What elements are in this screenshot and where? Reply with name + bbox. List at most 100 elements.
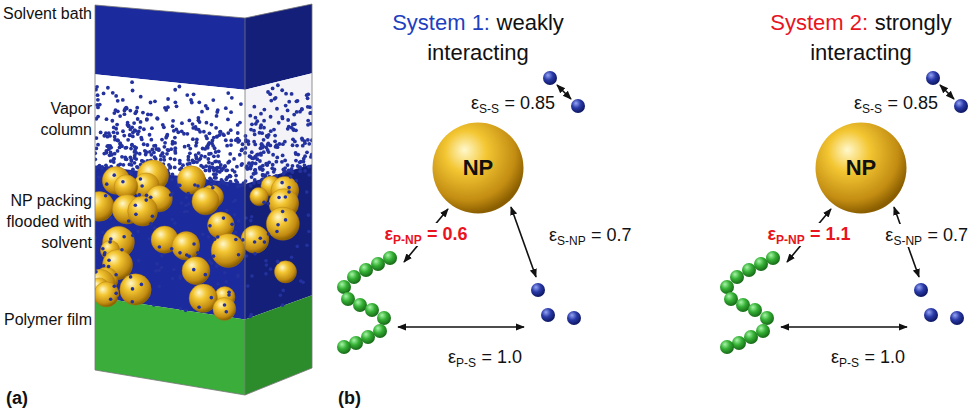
solvent-bead <box>252 181 256 185</box>
solvent-bead <box>253 168 257 172</box>
solvent-bead <box>233 213 237 217</box>
solvent-bead <box>269 115 273 119</box>
panel-letter: (a) <box>6 388 28 409</box>
solvent-bead <box>139 95 143 99</box>
solvent-bead <box>303 164 307 168</box>
solvent-bead <box>228 174 232 178</box>
solvent-bead <box>158 245 162 249</box>
box-edge <box>95 5 96 370</box>
solvent-bead <box>137 129 141 133</box>
solvent-bead <box>133 154 137 158</box>
solvent-bead <box>163 141 167 145</box>
solvent-bead <box>254 162 258 166</box>
solvent-bead <box>244 134 248 138</box>
solvent-bead <box>210 296 214 300</box>
solvent-bead <box>173 100 177 104</box>
solvent-bead <box>153 99 157 103</box>
solvent-bead <box>115 131 119 135</box>
solvent-bead <box>149 195 153 199</box>
solvent-bead <box>261 167 265 171</box>
solvent-bead <box>218 130 222 134</box>
solvent-bead <box>194 155 198 159</box>
solvent-bead <box>183 210 187 214</box>
solvent-bead <box>224 178 228 182</box>
panel-letter: (b) <box>338 388 361 409</box>
solvent-bead <box>191 158 195 162</box>
box-edge <box>245 18 246 395</box>
solvent-bead <box>222 216 226 220</box>
epsilon-symbol: ε <box>831 347 839 367</box>
pair-subscript: P-S <box>456 356 476 370</box>
solvent-bead <box>305 150 309 154</box>
solvent-bead <box>96 98 100 102</box>
polymer-bead <box>730 270 744 284</box>
solvent-bead <box>229 110 233 114</box>
solvent-bead <box>138 152 142 156</box>
solvent-bead <box>232 157 236 161</box>
solvent-bead <box>273 139 277 143</box>
solvent-bead <box>97 175 101 179</box>
solvent-bead <box>214 176 218 180</box>
solvent-bead <box>276 223 280 227</box>
polymer-bead <box>349 336 363 350</box>
solvent-bead <box>154 269 158 273</box>
solvent-bead <box>129 275 133 279</box>
polymer-bead <box>341 292 355 306</box>
solvent-bead <box>269 129 273 133</box>
system-number: System 2: <box>770 10 868 35</box>
solvent-bead <box>262 150 266 154</box>
solvent-bead <box>266 202 270 206</box>
solvent-bead <box>950 311 964 325</box>
solvent-bead <box>157 269 161 273</box>
nanoparticle <box>120 274 151 305</box>
solvent-bead <box>305 93 309 97</box>
solvent-bead <box>118 162 122 166</box>
epsilon-symbol: ε <box>549 225 557 245</box>
solvent-bead <box>303 169 307 173</box>
solvent-bead <box>172 268 176 272</box>
solvent-bead <box>159 154 163 158</box>
solvent-bead <box>246 284 250 288</box>
solvent-bead <box>180 121 184 125</box>
solvent-bead <box>567 311 581 325</box>
solvent-bead <box>118 146 122 150</box>
polymer-bead <box>760 311 774 325</box>
solvent-bead <box>214 150 218 154</box>
solvent-bead <box>116 109 120 113</box>
solvent-bead <box>249 167 253 171</box>
solvent-bead <box>275 230 279 234</box>
nanoparticle-sphere: NP <box>815 122 907 214</box>
solvent-bead <box>294 159 298 163</box>
solvent-bead <box>281 303 285 307</box>
solvent-bead <box>112 125 116 129</box>
solvent-bead <box>305 190 309 194</box>
solvent-bead <box>126 138 130 142</box>
solvent-bead <box>135 165 139 169</box>
polymer-bead <box>371 257 385 271</box>
solvent-bead <box>295 245 299 249</box>
solvent-bead <box>262 126 266 130</box>
polymer-bead <box>720 340 734 354</box>
solvent-bead <box>212 154 216 158</box>
solvent-bead <box>252 105 256 109</box>
solvent-bead <box>225 280 229 284</box>
solvent-bead <box>281 154 285 158</box>
nanoparticle <box>172 232 200 260</box>
epsilon-symbol: ε <box>448 347 456 367</box>
solvent-bead <box>287 100 291 104</box>
solvent-bead <box>111 91 115 95</box>
solvent-bead <box>99 131 103 135</box>
solvent-bead <box>173 157 177 161</box>
polymer-film <box>95 297 245 395</box>
nanoparticle <box>213 298 236 321</box>
solvent-bead <box>171 142 175 146</box>
solvent-bead <box>156 117 160 121</box>
solvent-bead <box>102 134 106 138</box>
simulation-box <box>84 4 314 395</box>
solvent-bead <box>95 103 99 107</box>
solvent-bead <box>186 162 190 166</box>
solvent-bead <box>287 190 291 194</box>
box-contents <box>84 80 314 320</box>
solvent-bead <box>271 153 275 157</box>
box-edge <box>95 4 312 18</box>
